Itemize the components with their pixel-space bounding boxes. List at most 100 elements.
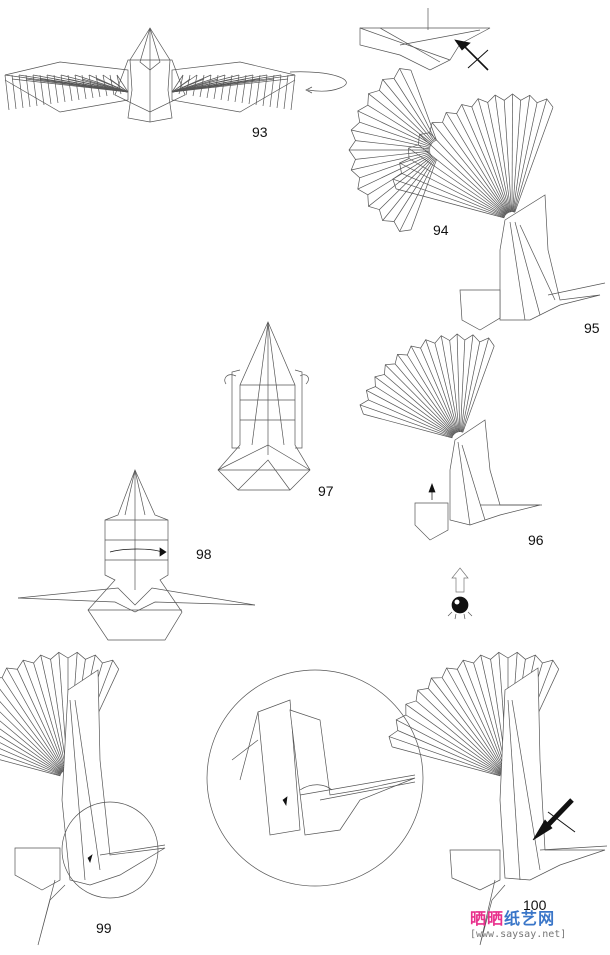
fold-line <box>366 390 453 436</box>
fold-line <box>472 107 510 213</box>
fold-line <box>358 154 431 189</box>
fold-line <box>68 75 72 101</box>
fold-line <box>193 75 197 96</box>
fold-line <box>75 75 79 100</box>
step-number-93: 93 <box>252 124 268 140</box>
step-number-100: 100 <box>523 897 547 913</box>
fold-line <box>446 113 508 214</box>
fold-line <box>5 75 9 110</box>
fold-line <box>488 103 511 213</box>
fold-line <box>54 75 58 103</box>
fold-line <box>419 135 506 215</box>
fold-line <box>214 75 218 99</box>
zoom-detail-figure <box>207 670 423 886</box>
fold-line <box>460 340 464 432</box>
fold-line <box>450 341 460 433</box>
fold-line <box>432 123 507 214</box>
step-number-94: 94 <box>433 222 449 238</box>
fold-line <box>416 701 502 773</box>
fold-line <box>172 75 183 92</box>
fan-edge <box>349 69 411 232</box>
fold-line <box>393 179 505 217</box>
fold-line <box>430 133 507 215</box>
step-98-figure <box>18 470 255 640</box>
fold-line <box>368 105 432 145</box>
fold-line <box>270 75 274 107</box>
fold-line <box>41 655 67 770</box>
fold-line <box>0 715 61 774</box>
fold-line <box>363 414 452 438</box>
fan-edge <box>0 652 119 747</box>
fold-line <box>411 70 437 141</box>
fold-line <box>513 100 521 212</box>
step-100-figure <box>389 652 607 945</box>
fold-line <box>12 75 16 109</box>
fold-line <box>186 75 190 95</box>
step-number-95: 95 <box>584 320 600 336</box>
fold-line <box>418 690 503 772</box>
fold-line <box>514 103 537 213</box>
fold-line <box>431 678 503 772</box>
fold-line <box>421 348 457 433</box>
fold-line <box>228 75 232 101</box>
fold-line <box>0 720 61 775</box>
fold-line <box>0 737 60 776</box>
fold-line <box>51 659 67 770</box>
fold-line <box>0 678 63 772</box>
fold-line <box>0 690 62 772</box>
step-number-98: 98 <box>196 546 212 562</box>
fold-line <box>103 75 107 96</box>
fold-line <box>379 157 433 210</box>
fold-line <box>256 75 260 105</box>
watermark-url: [www.saysay.net] <box>470 929 567 940</box>
fold-line <box>33 75 37 106</box>
fold-line <box>395 364 455 434</box>
fold-line <box>474 663 506 770</box>
watermark-brand-char: 网 <box>538 909 556 928</box>
fold-line <box>375 387 453 436</box>
watermark-brand-char: 纸 <box>504 909 522 928</box>
fold-line <box>435 343 458 432</box>
step-94-push-arrow <box>455 40 488 70</box>
fold-line <box>384 375 454 435</box>
step-95-tail-fan <box>393 94 553 218</box>
step-number-97: 97 <box>318 483 334 499</box>
step-93-left-wing <box>5 62 128 112</box>
fold-line <box>96 75 100 97</box>
fold-line <box>478 99 510 213</box>
fold-line <box>514 99 547 212</box>
fold-line <box>513 95 530 212</box>
fold-line <box>34 663 66 770</box>
fold-line <box>463 346 495 433</box>
fold-line <box>2 678 64 772</box>
fold-line <box>360 405 453 438</box>
fold-line <box>406 704 502 773</box>
fold-line <box>291 75 295 110</box>
fold-line <box>411 159 437 230</box>
fold-line <box>428 688 503 772</box>
fold-line <box>19 75 23 108</box>
step-number-99: 99 <box>96 920 112 936</box>
step-95-figure <box>393 94 605 330</box>
fold-line <box>26 75 30 107</box>
fold-line <box>463 660 505 770</box>
fold-line <box>394 79 435 142</box>
watermark-brand-char: 晒 <box>470 909 488 928</box>
fold-line <box>406 715 501 774</box>
fold-line <box>398 731 501 775</box>
fold-line <box>61 75 65 102</box>
fold-line <box>418 145 505 215</box>
fold-line <box>389 737 500 776</box>
wing-edge <box>172 62 295 112</box>
step-96-tail-fan <box>360 334 494 438</box>
fold-line <box>47 75 51 104</box>
fold-line <box>447 668 505 771</box>
fold-line <box>358 111 431 146</box>
site-watermark: 晒晒纸艺网 [www.saysay.net] <box>470 905 608 951</box>
fold-line <box>117 75 128 92</box>
fold-line <box>200 75 204 97</box>
fold-line <box>495 95 511 212</box>
fold-line <box>221 75 225 100</box>
fold-line <box>263 75 267 106</box>
fold-line <box>242 75 246 103</box>
